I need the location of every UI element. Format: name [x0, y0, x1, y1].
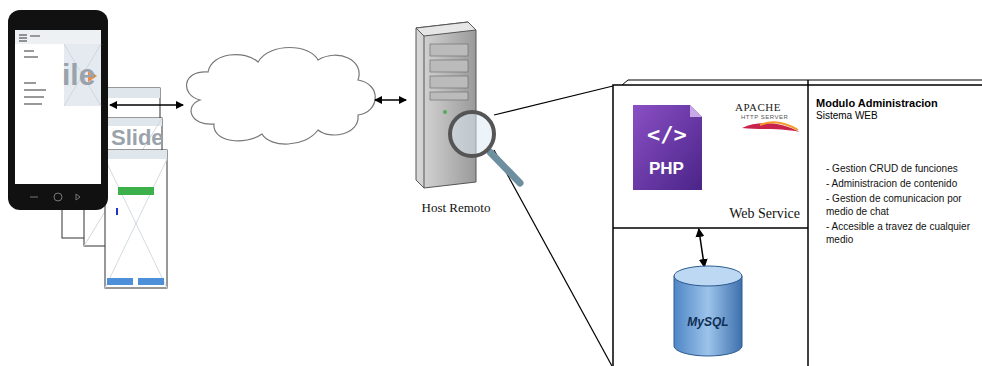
module-subtitle: Sistema WEB — [816, 110, 976, 122]
watermark-text: Slide — [111, 127, 164, 149]
database-label: MySQL — [687, 315, 728, 329]
feature-item: - Gestion de comunicacion por medio de c… — [816, 192, 976, 218]
logo-subtext: HTTP SERVER — [741, 114, 788, 120]
code-glyph: </> — [647, 124, 687, 146]
data-connector — [699, 229, 705, 267]
logo-text: PHP — [649, 160, 684, 177]
component-box: Modulo AdministracionSistema WEB - Gestio… — [808, 85, 982, 366]
module-title: Modulo Administracion — [816, 97, 976, 110]
logo-text: APACHE — [735, 102, 781, 113]
server-tower — [416, 22, 476, 188]
component-box: Host Remoto — [400, 18, 512, 218]
module-panel — [613, 80, 982, 366]
link-arrow — [110, 104, 183, 106]
feature-item: - Gestion CRUD de funciones — [816, 162, 976, 175]
database-cylinder: MySQL — [672, 264, 744, 358]
apache-feather — [742, 123, 800, 132]
apache-feather — [760, 123, 798, 130]
link-arrow — [375, 99, 406, 101]
cylinder-shape — [672, 264, 744, 358]
feature-item: - Accesible a travez de cualquier medio — [816, 220, 976, 246]
smartphone — [8, 10, 108, 210]
watermark-text: ile — [62, 60, 95, 90]
server-label: Host Remoto — [422, 200, 491, 218]
zoom-line — [494, 150, 612, 366]
php-icon — [633, 105, 702, 190]
feature-item: - Administracion de contenido — [816, 177, 976, 190]
service-label: Web Service — [729, 206, 800, 222]
cloud — [187, 48, 376, 145]
zoom-line — [494, 86, 613, 115]
magnifier — [450, 112, 520, 183]
